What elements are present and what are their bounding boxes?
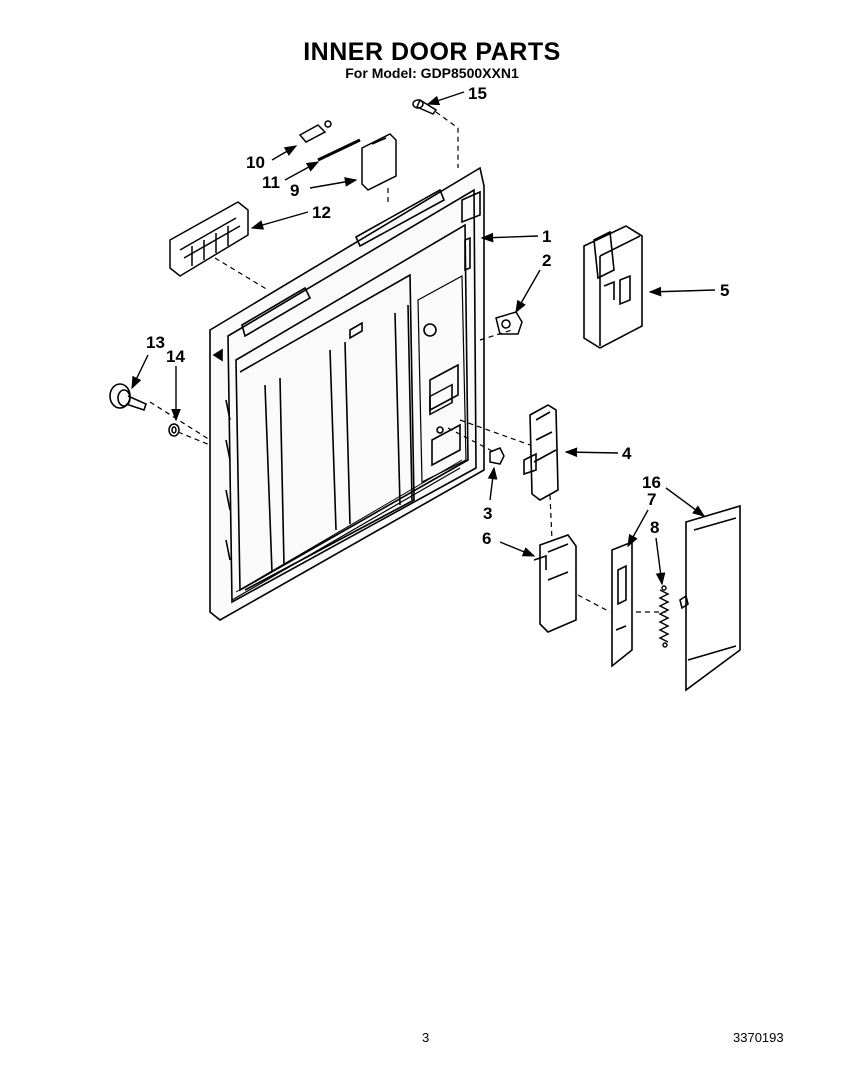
- part-6-strike: [533, 534, 577, 633]
- callout-13: 13: [146, 333, 165, 352]
- callout-8: 8: [650, 518, 659, 537]
- callout-3: 3: [483, 504, 492, 523]
- part-14-washer: [168, 423, 180, 437]
- page-number: 3: [422, 1030, 430, 1045]
- part-8-spring: [658, 585, 670, 648]
- part-12-handle-bracket: [169, 201, 249, 277]
- part-2-latch-screw: [495, 311, 523, 335]
- assembly-guide-lines: [149, 111, 666, 613]
- part-16-side-panel: [679, 504, 741, 692]
- part-9-cover: [361, 133, 397, 191]
- callout-4: 4: [622, 444, 632, 463]
- callout-2: 2: [542, 251, 551, 270]
- part-15-screw: [412, 98, 438, 115]
- callout-9: 9: [290, 181, 299, 200]
- inner-door-panel: [209, 166, 485, 621]
- model-subtitle: For Model: GDP8500XXN1: [345, 65, 519, 81]
- callout-10: 10: [246, 153, 265, 172]
- callout-5: 5: [720, 281, 729, 300]
- callout-6: 6: [482, 529, 491, 548]
- part-4-latch: [523, 404, 559, 501]
- callout-7: 7: [647, 490, 656, 509]
- page-title: INNER DOOR PARTS: [303, 38, 561, 66]
- part-7-slide-bar: [611, 540, 633, 668]
- callout-labels: 15 10 11 9 12 1 2 5 13 14 4 3 16 7 6 8: [146, 84, 729, 548]
- part-13-knob: [109, 383, 147, 412]
- part-10-clip: [298, 120, 332, 143]
- part-3-nut: [489, 447, 505, 465]
- document-number: 3370193: [733, 1030, 784, 1045]
- callout-12: 12: [312, 203, 331, 222]
- callout-14: 14: [166, 347, 185, 366]
- callout-leaders: [131, 91, 716, 586]
- callout-1: 1: [542, 227, 551, 246]
- callout-15: 15: [468, 84, 487, 103]
- callout-16: 16: [642, 473, 661, 492]
- part-5-latch-housing: [583, 225, 643, 349]
- callout-11: 11: [262, 173, 280, 192]
- part-11-pin: [317, 138, 361, 162]
